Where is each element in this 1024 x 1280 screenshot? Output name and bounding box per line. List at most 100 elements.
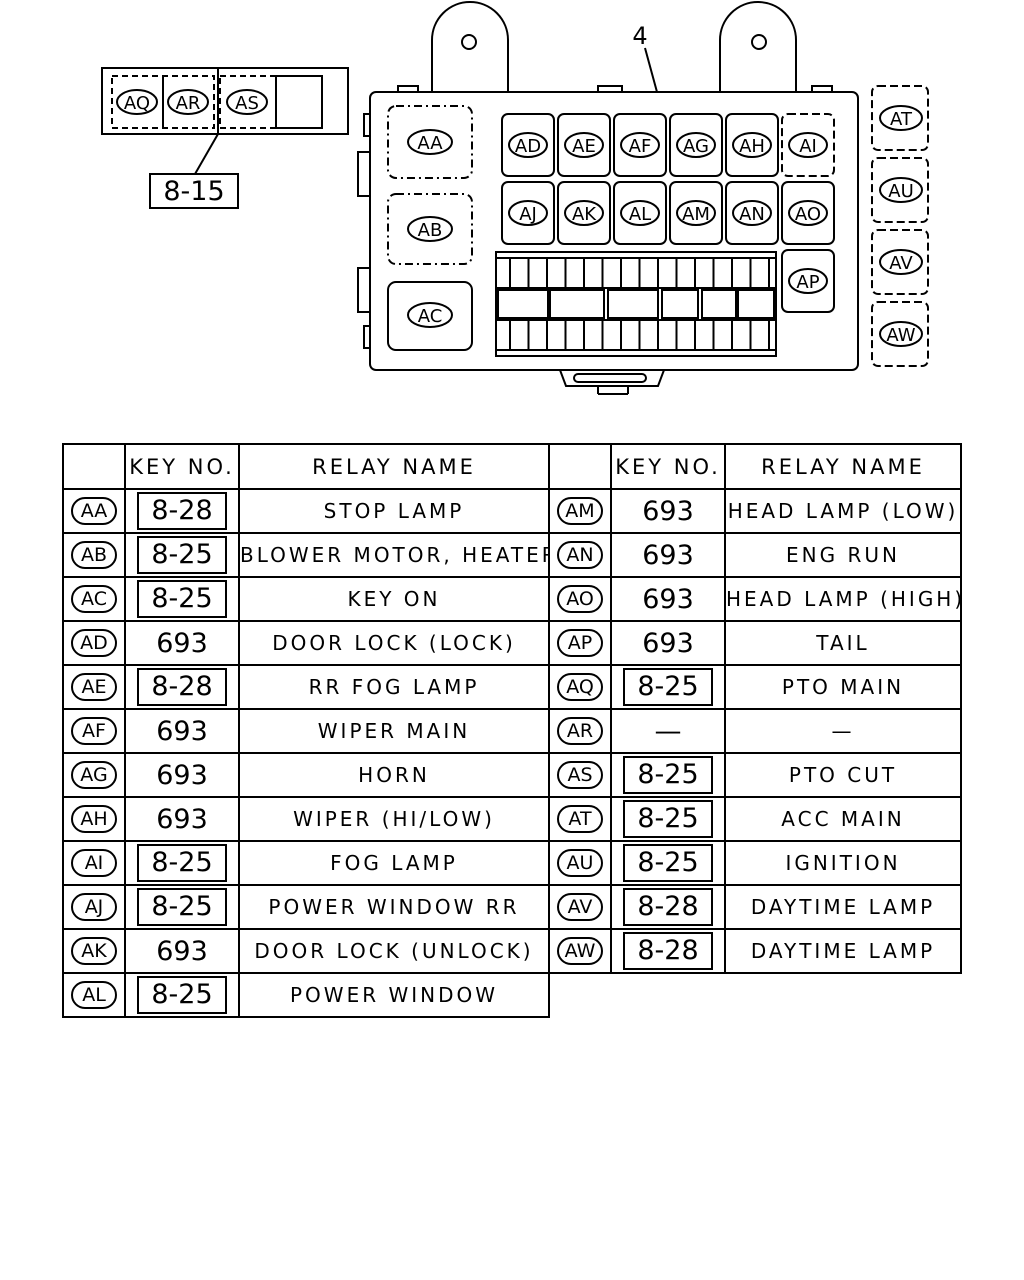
svg-text:AP: AP (796, 272, 819, 293)
row-id-badge: AL (71, 981, 117, 1009)
key-no-value: 8-25 (137, 976, 227, 1014)
key-no-value: 693 (642, 627, 694, 659)
key-no-cell: 693 (610, 576, 726, 622)
header-id (548, 443, 612, 490)
label-AV: AV (879, 249, 923, 275)
row-id-badge: AA (71, 497, 117, 525)
key-no-cell: 8-25 (124, 532, 240, 578)
diagram-labels: AQ AR AS AA AB AC AD AE AF AG AH AI AJ A… (116, 89, 923, 347)
key-no-cell: 8-25 (610, 840, 726, 886)
key-no-cell: — (610, 708, 726, 754)
row-id-badge: AQ (557, 673, 603, 701)
label-AD: AD (508, 132, 548, 158)
svg-text:AU: AU (888, 181, 914, 202)
row-id-badge: AJ (71, 893, 117, 921)
row-id-cell: AH (62, 796, 126, 842)
relay-name-cell: WIPER MAIN (238, 708, 550, 754)
label-AR: AR (167, 89, 209, 115)
relay-name-cell: POWER WINDOW (238, 972, 550, 1018)
table-header-row: KEY NO. RELAY NAME KEY NO. RELAY NAME (62, 443, 962, 490)
key-no-cell: 8-25 (124, 972, 240, 1018)
relay-name-cell: PTO CUT (724, 752, 962, 798)
row-id-cell: AQ (548, 664, 612, 710)
row-id-cell: AD (62, 620, 126, 666)
svg-text:AM: AM (682, 204, 710, 225)
label-AF: AF (620, 132, 660, 158)
svg-text:AV: AV (889, 253, 913, 274)
svg-text:AE: AE (572, 136, 596, 157)
row-id-cell: AG (62, 752, 126, 798)
header-key-no: KEY NO. (124, 443, 240, 490)
relay-name-cell: PTO MAIN (724, 664, 962, 710)
svg-text:AW: AW (886, 325, 915, 346)
key-no-value: 693 (156, 759, 208, 791)
svg-text:AI: AI (799, 136, 817, 157)
label-AW: AW (879, 321, 923, 347)
relay-name-cell: ACC MAIN (724, 796, 962, 842)
row-id-badge: AN (557, 541, 603, 569)
key-no-cell: 693 (124, 752, 240, 798)
row-id-badge: AP (557, 629, 603, 657)
relay-name-cell: DAYTIME LAMP (724, 884, 962, 930)
row-id-badge: AI (71, 849, 117, 877)
row-id-badge: AU (557, 849, 603, 877)
key-no-value: 8-25 (623, 668, 713, 706)
row-id-cell: AS (548, 752, 612, 798)
key-no-value: 8-25 (137, 536, 227, 574)
svg-text:AL: AL (629, 204, 651, 225)
row-id-cell: AC (62, 576, 126, 622)
relay-name-cell: TAIL (724, 620, 962, 666)
row-id-cell: AE (62, 664, 126, 710)
row-id-cell: AO (548, 576, 612, 622)
label-AT: AT (879, 105, 923, 131)
key-no-cell: 8-28 (610, 928, 726, 974)
relay-name-cell: HORN (238, 752, 550, 798)
key-no-cell: 693 (124, 708, 240, 754)
svg-text:AD: AD (515, 136, 541, 157)
key-no-cell: 8-25 (610, 664, 726, 710)
row-id-cell: AJ (62, 884, 126, 930)
relay-name-cell: HEAD LAMP (HIGH) (724, 576, 962, 622)
row-id-cell: AF (62, 708, 126, 754)
key-no-value: 8-25 (623, 800, 713, 838)
row-id-badge: AC (71, 585, 117, 613)
row-id-badge: AD (71, 629, 117, 657)
key-no-cell: 693 (610, 532, 726, 578)
row-id-cell: AA (62, 488, 126, 534)
key-no-cell: 8-25 (124, 576, 240, 622)
label-AM: AM (676, 200, 716, 226)
relay-name-cell: DOOR LOCK (LOCK) (238, 620, 550, 666)
label-AB: AB (407, 216, 453, 242)
key-no-value: 8-28 (623, 888, 713, 926)
row-id-cell: AU (548, 840, 612, 886)
row-id-badge: AE (71, 673, 117, 701)
external-relays (871, 85, 929, 367)
header-id (62, 443, 126, 490)
svg-text:AB: AB (418, 220, 443, 241)
key-no-cell: 693 (610, 488, 726, 534)
row-id-badge: AW (557, 937, 603, 965)
key-no-cell: 8-25 (124, 840, 240, 886)
label-AA: AA (407, 129, 453, 155)
key-no-cell: 693 (610, 620, 726, 666)
label-AQ: AQ (116, 89, 158, 115)
header-relay-name: RELAY NAME (724, 443, 962, 490)
svg-text:AJ: AJ (519, 204, 537, 225)
row-id-badge: AS (557, 761, 603, 789)
key-no-cell: 8-28 (124, 664, 240, 710)
key-no-value: 693 (642, 495, 694, 527)
relay-name-cell: WIPER (HI/LOW) (238, 796, 550, 842)
svg-text:AS: AS (235, 93, 259, 114)
relay-name-cell: IGNITION (724, 840, 962, 886)
svg-text:AT: AT (890, 109, 913, 130)
block-ref-box (149, 173, 239, 209)
relay-name-cell: DOOR LOCK (UNLOCK) (238, 928, 550, 974)
relay-table: KEY NO. RELAY NAME KEY NO. RELAY NAME AA… (62, 443, 962, 1018)
